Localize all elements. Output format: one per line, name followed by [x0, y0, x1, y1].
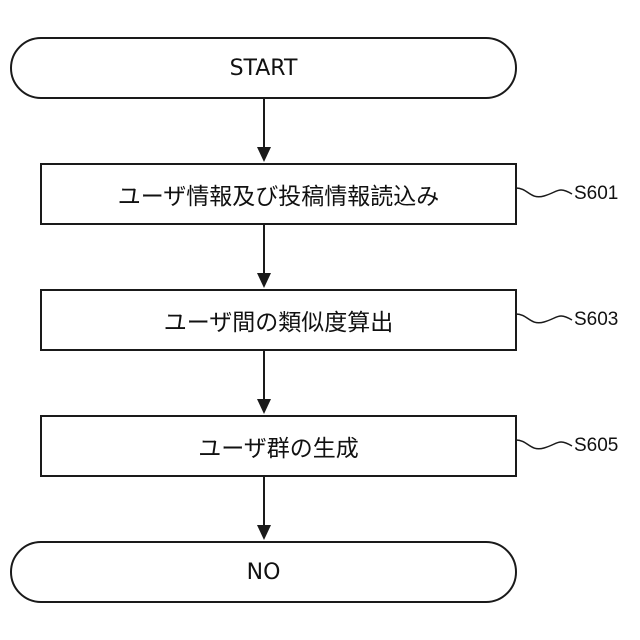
step-id-s601: S601: [574, 183, 618, 205]
arrowhead-s603-to-s605: [257, 399, 271, 414]
leader-line-s605: [516, 434, 574, 458]
start-terminal: START: [10, 37, 517, 99]
step-text-s605: ユーザ群の生成: [198, 429, 359, 463]
step-id-s603: S603: [574, 309, 618, 331]
arrow-s605-to-end: [263, 477, 265, 525]
arrowhead-start-to-s601: [257, 147, 271, 162]
arrow-s603-to-s605: [263, 351, 265, 399]
end-terminal: NO: [10, 541, 517, 603]
end-label: NO: [247, 560, 281, 585]
step-id-s605: S605: [574, 435, 618, 457]
arrow-start-to-s601: [263, 99, 265, 147]
arrowhead-s601-to-s603: [257, 273, 271, 288]
leader-line-s603: [516, 308, 574, 332]
arrow-s601-to-s603: [263, 225, 265, 273]
leader-line-s601: [516, 182, 574, 206]
process-box-s603: ユーザ間の類似度算出: [40, 289, 517, 351]
arrowhead-s605-to-end: [257, 525, 271, 540]
step-text-s601: ユーザ情報及び投稿情報読込み: [118, 177, 440, 211]
process-box-s605: ユーザ群の生成: [40, 415, 517, 477]
start-label: START: [230, 56, 298, 81]
step-text-s603: ユーザ間の類似度算出: [164, 303, 394, 337]
process-box-s601: ユーザ情報及び投稿情報読込み: [40, 163, 517, 225]
